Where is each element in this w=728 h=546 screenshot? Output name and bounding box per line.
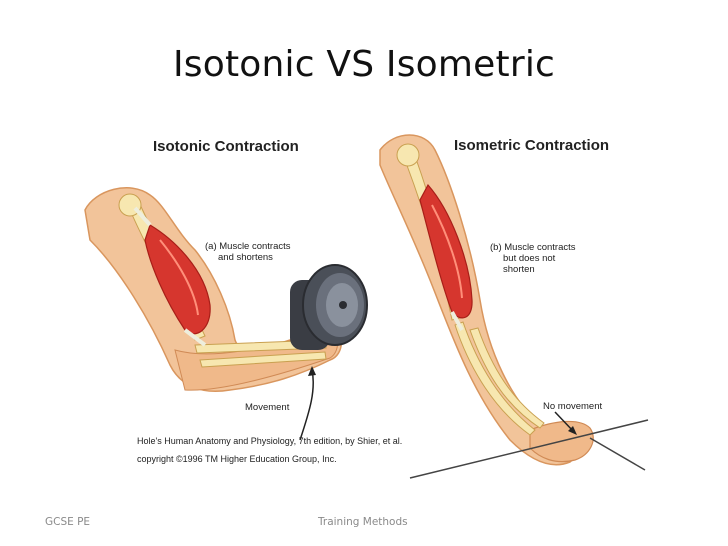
footer-course-label: GCSE PE [45, 516, 91, 528]
figure-credit-line1: Hole's Human Anatomy and Physiology, 7th… [137, 436, 403, 446]
isotonic-panel-title: Isotonic Contraction [153, 138, 299, 155]
dumbbell-icon [290, 264, 368, 350]
figure-credit-line2: copyright ©1996 TM Higher Education Grou… [137, 454, 337, 464]
isometric-panel-title: Isometric Contraction [454, 137, 610, 154]
isotonic-caption-line2: and shortens [218, 252, 273, 263]
slide-title: Isotonic VS Isometric [172, 44, 556, 85]
footer-topic-label: Training Methods [318, 516, 408, 528]
fixed-surface-line [409, 419, 649, 479]
isometric-caption-line2: but does not [503, 253, 556, 264]
isometric-caption-line1: (b) Muscle contracts [490, 242, 576, 253]
isotonic-caption-line1: (a) Muscle contracts [205, 241, 291, 252]
movement-label: Movement [245, 402, 290, 413]
movement-arrow-icon [299, 369, 315, 441]
no-movement-label: No movement [543, 401, 603, 412]
right-arm-illustration [379, 134, 649, 479]
isometric-caption-line3: shorten [503, 264, 535, 275]
left-arm-illustration [84, 187, 368, 441]
